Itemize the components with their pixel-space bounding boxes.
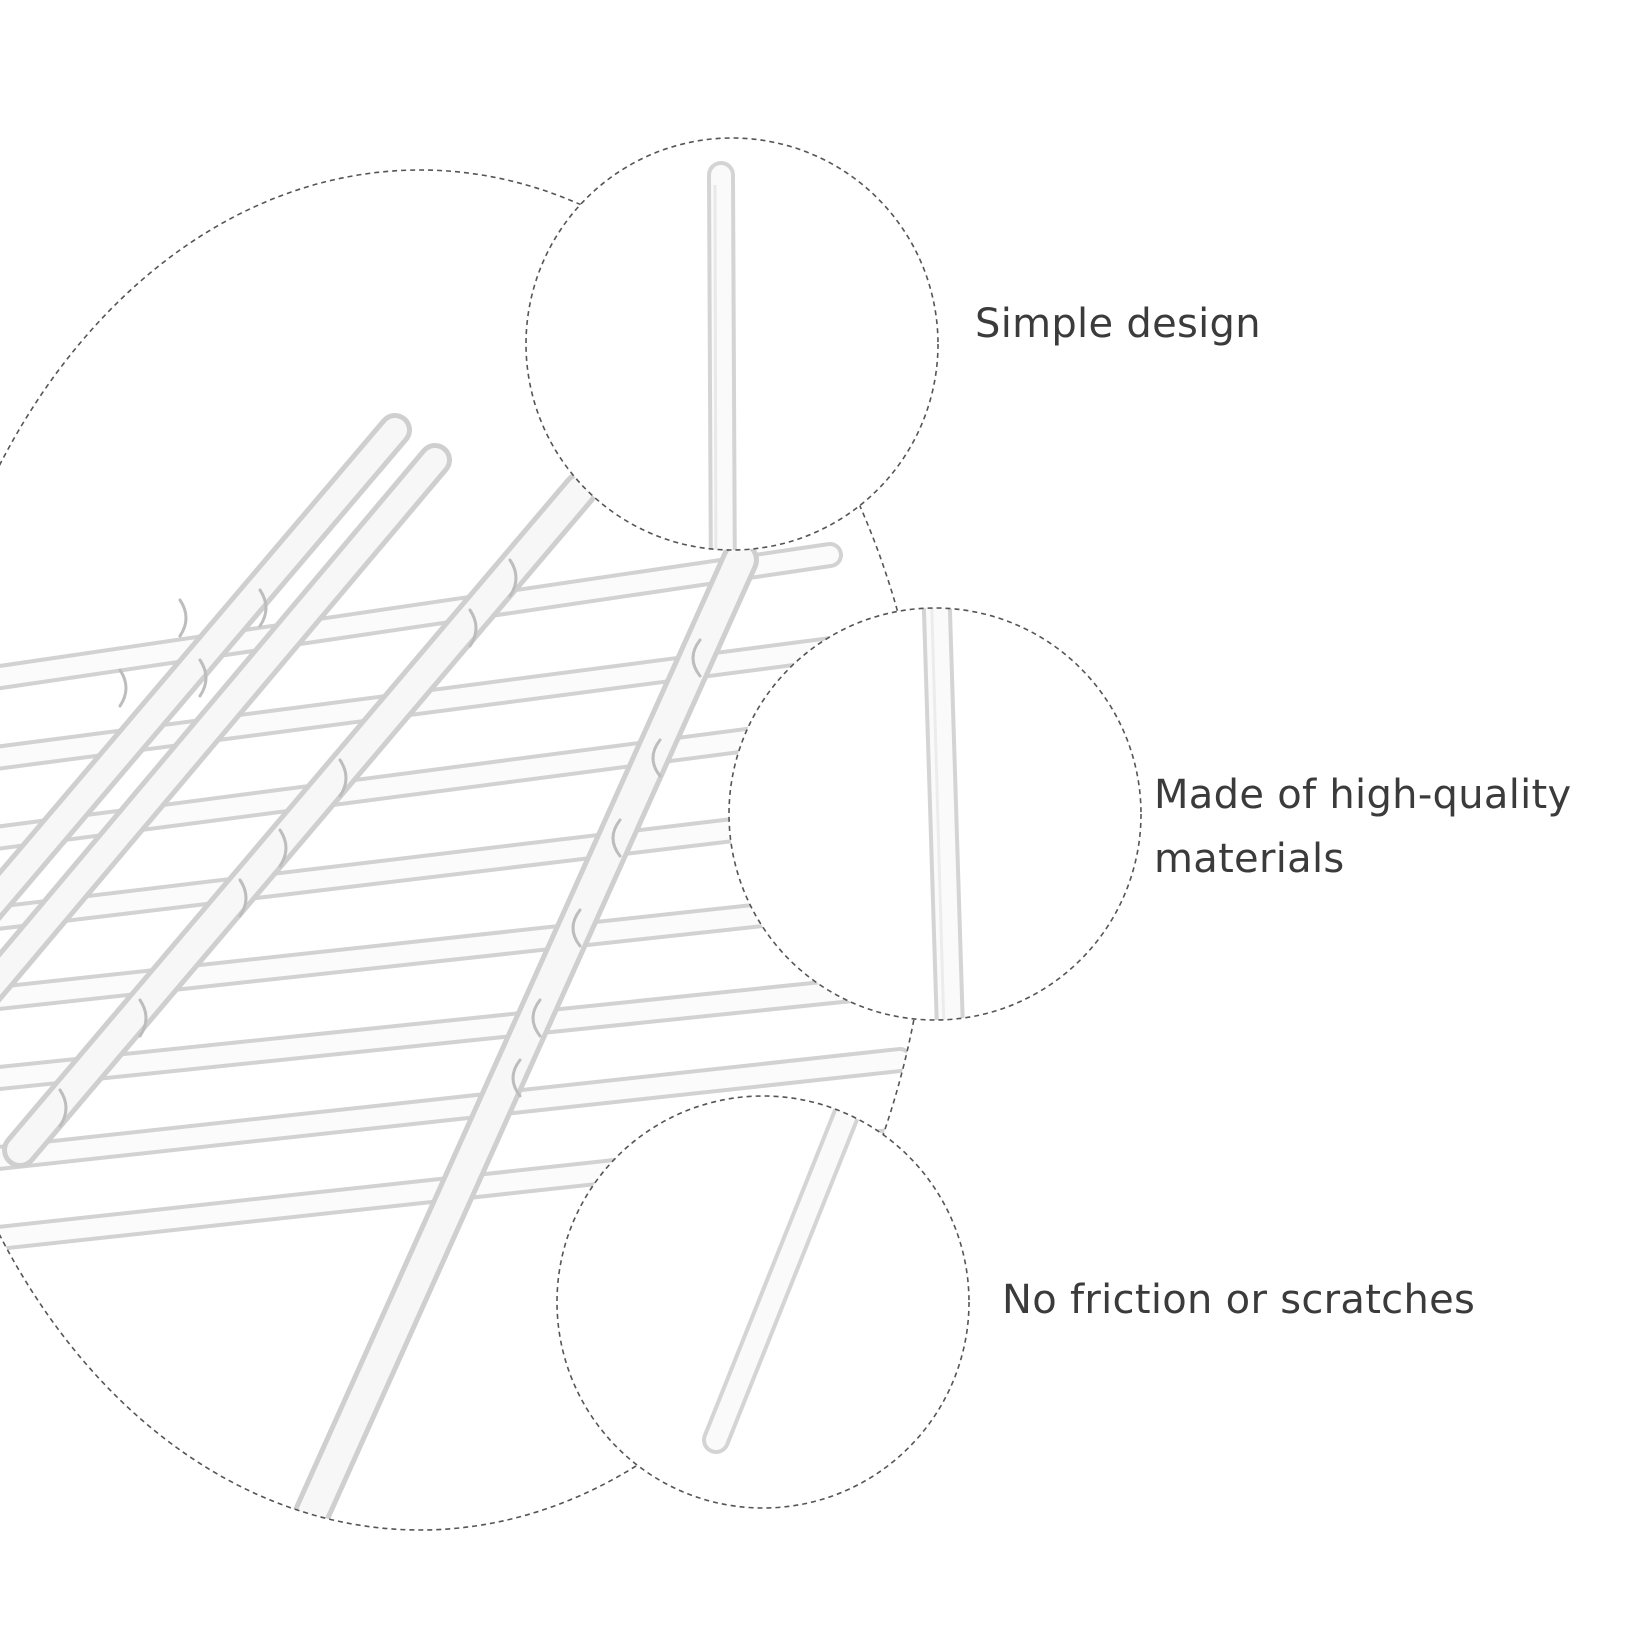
detail-circle-outline: [728, 607, 1142, 1021]
glass-rod-detail-image: [525, 137, 939, 551]
glass-rod-detail-image: [556, 1095, 970, 1509]
feature-label-high-quality-materials: Made of high-quality materials: [1154, 763, 1571, 891]
feature-label-line: materials: [1154, 836, 1345, 882]
feature-label-no-friction: No friction or scratches: [1002, 1268, 1475, 1332]
diagonal-rods: [0, 413, 759, 1530]
feature-label-simple-design: Simple design: [975, 292, 1261, 356]
rod-highlights: [58, 558, 702, 1128]
detail-circle-outline: [525, 137, 939, 551]
feature-label-line: No friction or scratches: [1002, 1277, 1476, 1323]
feature-label-line: Simple design: [975, 301, 1261, 347]
detail-circle-outline: [556, 1095, 970, 1509]
glass-rod-detail-image: [728, 607, 1142, 1021]
feature-label-line: Made of high-quality: [1154, 772, 1572, 818]
